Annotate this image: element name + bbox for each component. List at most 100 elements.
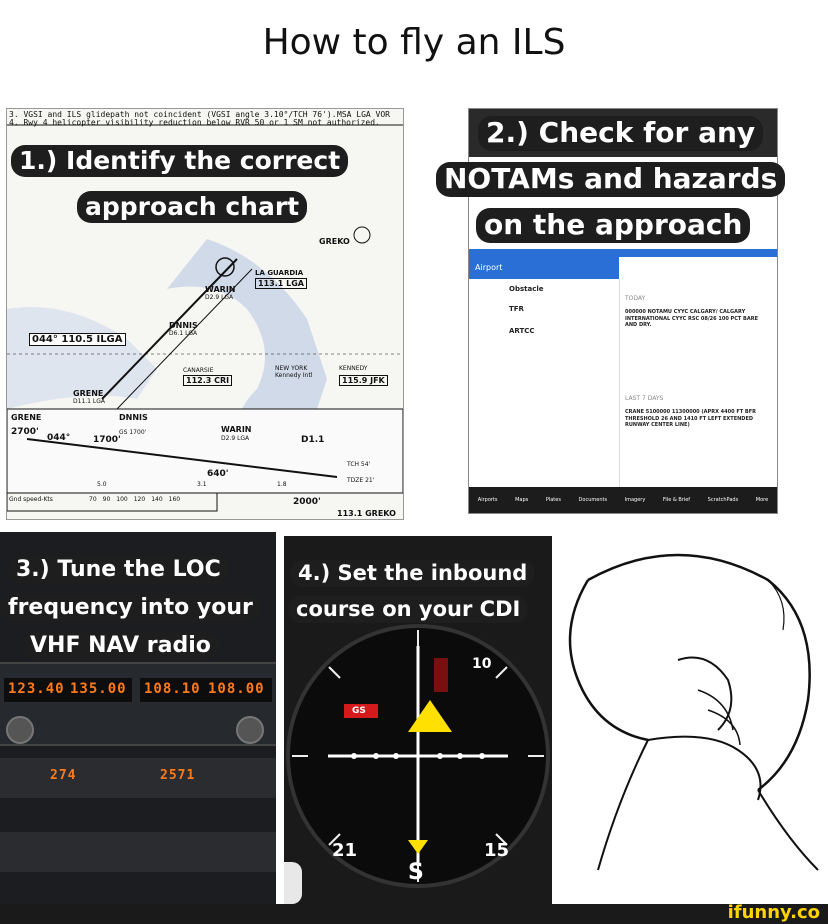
com-tuning-knob[interactable] — [6, 716, 34, 744]
step4-caption-line1: 4.) Set the inbound — [290, 560, 536, 588]
adf-freq: 274 — [50, 768, 77, 783]
artcc-label[interactable]: ARTCC — [509, 327, 535, 335]
last-7-days-label: LAST 7 DAYS — [625, 395, 664, 402]
warin-dme: D2.9 LGA — [205, 294, 234, 301]
step2-caption-line3: on the approach — [476, 208, 751, 243]
profile-dnnis: DNNIS — [119, 413, 148, 422]
missed-approach-altitude: 2000' — [293, 497, 321, 507]
gnd-speed-value: 160 — [168, 496, 181, 503]
profile-dist-1: 1.8 — [277, 481, 287, 488]
step3-caption-line2: frequency into your — [0, 594, 261, 623]
step4-caption-line2: course on your CDI — [288, 596, 529, 624]
com-active-freq: 123.40 — [8, 681, 65, 697]
adf-unit: 274 2571 — [0, 758, 276, 798]
cdi-instrument — [286, 624, 550, 888]
watermark-logo: ifunny.co — [727, 902, 820, 923]
dock-plates[interactable]: Plates — [545, 497, 561, 503]
kennedy-intl-label: Kennedy Intl — [275, 372, 313, 379]
nav-standby-freq: 108.00 — [208, 681, 265, 697]
lga-vor-frequency: 113.1 LGA — [255, 278, 307, 289]
profile-2700: 2700' — [11, 427, 39, 437]
profile-warin: WARIN — [221, 425, 252, 434]
app-tab-strip — [469, 249, 777, 257]
chart-note-1: 3. VGSI and ILS glidepath not coincident… — [9, 110, 337, 119]
approach-chart-drawing — [7, 124, 403, 512]
step2-caption-line1: 2.) Check for any — [478, 116, 764, 151]
grene-dme: D11.1 LGA — [73, 398, 105, 405]
jfk-frequency: 115.9 JFK — [339, 375, 388, 386]
dock-file-brief[interactable]: File & Brief — [662, 497, 691, 503]
page-title: How to fly an ILS — [262, 22, 566, 63]
transponder-code: 2571 — [160, 768, 196, 783]
dock-scratchpads[interactable]: ScratchPads — [707, 497, 739, 503]
dock-maps[interactable]: Maps — [515, 497, 529, 503]
airport-label: Airport — [475, 263, 503, 272]
gnd-speed-value: 70 — [89, 496, 97, 503]
notam-today: 000000 NOTAMU CYYC CALGARY/ CALGARY INTE… — [625, 309, 758, 328]
canarsie-label: CANARSIE — [183, 367, 214, 374]
loc-frequency-box: 044° 110.5 ILGA — [29, 333, 126, 346]
footer-bar — [0, 904, 828, 924]
profile-dist-3: 3.1 — [197, 481, 207, 488]
profile-dist-5: 5.0 — [97, 481, 107, 488]
laguardia-label: LA GUARDIA — [255, 269, 304, 277]
step3-caption-line1: 3.) Tune the LOC — [8, 556, 229, 585]
app-dock: Airports Maps Plates Documents Imagery F… — [469, 487, 777, 513]
cdi-heading-top: 10 — [472, 656, 492, 672]
lower-unit — [0, 832, 276, 872]
step3-caption-line3: VHF NAV radio — [22, 632, 219, 661]
cdi-heading-left: 21 — [332, 840, 358, 861]
com-display: 123.40 135.00 — [4, 678, 132, 702]
gnd-speed-values: 70 90 100 120 140 160 — [89, 496, 180, 503]
cdi-panel: 10 S 21 15 GS — [284, 536, 552, 904]
dock-documents[interactable]: Documents — [578, 497, 608, 503]
profile-d11: D1.1 — [301, 435, 325, 445]
profile-tch: TCH 54' — [347, 461, 371, 468]
dock-imagery[interactable]: Imagery — [624, 497, 646, 503]
nav-tuning-knob[interactable] — [236, 716, 264, 744]
step1-caption-line1: 1.) Identify the correct — [11, 145, 349, 177]
notam-crane: CRANE 5100000 11300000 (APRX 4400 FT BFR… — [625, 409, 756, 428]
warin-fix: WARIN — [205, 285, 236, 294]
head-in-hands-drawing — [568, 553, 819, 871]
new-york-label: NEW YORK — [275, 365, 308, 372]
cri-frequency: 112.3 CRI — [183, 375, 233, 386]
cdi-heading-right: 15 — [484, 840, 510, 861]
gnd-speed-value: 100 — [116, 496, 128, 503]
chart-note-2: 4. Rwy 4 helicopter visibility reduction… — [9, 118, 380, 127]
profile-course: 044° — [47, 433, 71, 443]
dock-more[interactable]: More — [755, 497, 769, 503]
cdi-gs-flag: GS — [352, 706, 366, 716]
com-standby-freq: 135.00 — [70, 681, 127, 697]
app-category-list: Obstacle TFR ARTCC — [469, 279, 620, 489]
thinking-figure-panel — [558, 540, 828, 904]
dnnis-fix: DNNIS — [169, 321, 198, 330]
nav-active-freq: 108.10 — [144, 681, 201, 697]
dock-airports[interactable]: Airports — [477, 497, 498, 503]
dnnis-dme: D6.1 LGA — [169, 330, 198, 337]
gnd-speed-value: 90 — [102, 496, 111, 503]
kennedy-vor-label: KENNEDY — [339, 365, 368, 372]
profile-grene: GRENE — [11, 413, 42, 422]
approach-chart-panel: 3. VGSI and ILS glidepath not coincident… — [6, 108, 404, 520]
profile-warin-dme: D2.9 LGA — [221, 435, 250, 442]
gnd-speed-value: 120 — [133, 496, 146, 503]
obs-knob[interactable] — [284, 862, 302, 904]
gnd-speed-value: 140 — [151, 496, 163, 503]
app-airport-row[interactable]: Airport — [469, 257, 619, 279]
profile-tdze: TDZE 21' — [347, 477, 375, 484]
profile-gs: GS 1700' — [119, 429, 147, 436]
today-label: TODAY — [625, 295, 646, 302]
grene-fix: GRENE — [73, 389, 104, 398]
missed-approach-fix: 113.1 GREKO — [337, 509, 396, 518]
cdi-heading-bottom: S — [408, 860, 424, 885]
gnd-speed-label: Gnd speed-Kts — [9, 496, 53, 503]
nav-display: 108.10 108.00 — [140, 678, 272, 702]
greko-fix: GREKO — [319, 237, 350, 246]
tfr-label[interactable]: TFR — [509, 305, 524, 313]
step2-caption-line2: NOTAMs and hazards — [436, 162, 786, 197]
step1-caption-line2: approach chart — [77, 191, 308, 223]
obstacle-label[interactable]: Obstacle — [509, 285, 544, 293]
comnav-unit — [0, 662, 276, 746]
chart-msa: MSA LGA VOR — [337, 110, 390, 119]
